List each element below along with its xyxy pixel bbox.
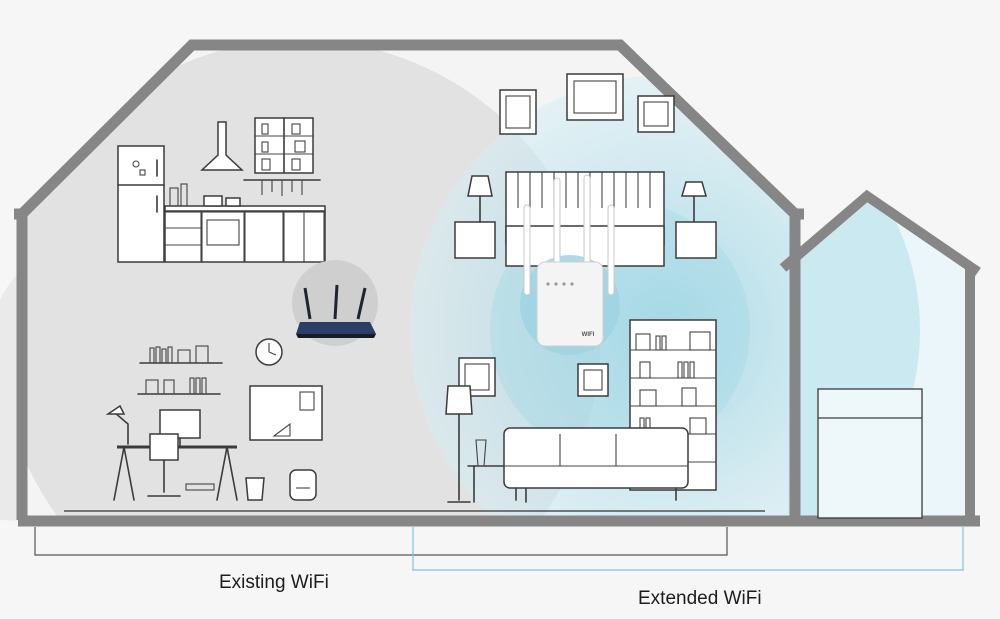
garage-outline: [779, 189, 981, 521]
repeater-badge: WIFI: [582, 332, 595, 338]
extended-wifi-label: Extended WiFi: [638, 588, 762, 609]
kitchen-illustration: [117, 117, 326, 263]
repeater-icon: WIFI: [520, 174, 620, 355]
existing-wifi-label: Existing WiFi: [219, 572, 329, 593]
garage-cabinet: [817, 388, 923, 519]
main-house-outline: [16, 39, 801, 520]
wall-clock-icon: [255, 338, 283, 366]
living-room-illustration: [445, 319, 717, 503]
router-icon: [292, 260, 378, 346]
existing-wifi-bracket: [34, 527, 728, 556]
office-illustration: [105, 338, 323, 501]
extended-wifi-bracket: [412, 527, 964, 571]
